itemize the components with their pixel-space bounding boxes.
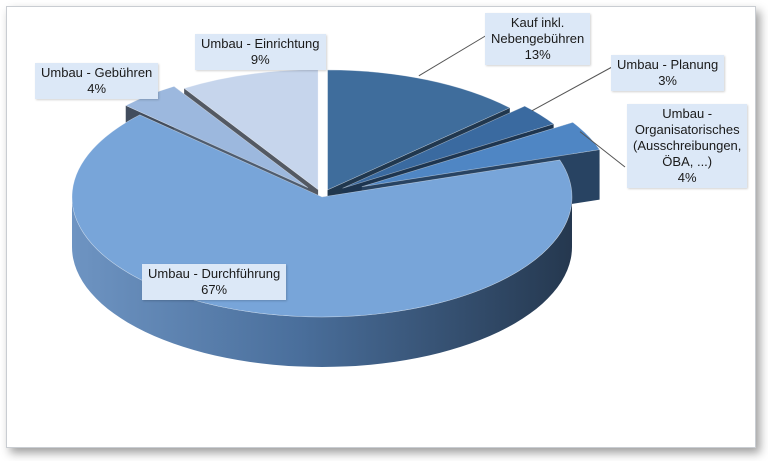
label-durchfuehrung: Umbau - Durchführung 67%: [142, 264, 287, 300]
slice-2-top: [361, 122, 601, 187]
label-einrichtung: Umbau - Einrichtung 9%: [195, 34, 326, 70]
pie-chart: [71, 34, 626, 367]
leader-line-1: [531, 66, 613, 112]
chart-frame: Kauf inkl. Nebengebühren 13% Umbau - Pla…: [6, 6, 756, 448]
label-kauf: Kauf inkl. Nebengebühren 13%: [485, 13, 591, 65]
label-gebuehren: Umbau - Gebühren 4%: [35, 63, 159, 99]
slice-1-top: [342, 105, 555, 189]
slice-0-top: [327, 69, 511, 191]
leader-line-2: [579, 131, 626, 168]
leader-line-0: [418, 34, 488, 77]
label-planung: Umbau - Planung 3%: [611, 55, 725, 91]
slice-3-side: [72, 197, 572, 367]
label-organisatorisches: Umbau - Organisatorisches (Ausschreibung…: [627, 104, 748, 188]
